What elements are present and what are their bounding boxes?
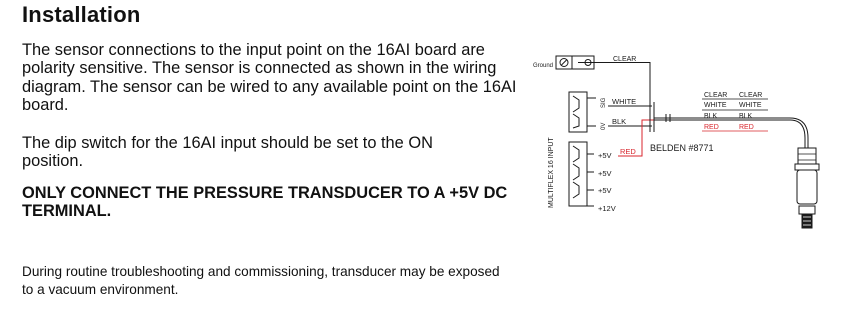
upper-connector bbox=[568, 91, 588, 133]
page-title: Installation bbox=[22, 2, 141, 27]
sig-label: SIG bbox=[601, 97, 607, 108]
lower-connector bbox=[568, 141, 588, 207]
polarity-paragraph: The sensor connections to the input poin… bbox=[22, 41, 517, 115]
right-col1-clear: CLEAR bbox=[704, 92, 727, 99]
terminal-4-label: +12V bbox=[598, 204, 616, 213]
ground-label: Ground bbox=[533, 63, 553, 69]
right-col2-clear: CLEAR bbox=[739, 92, 762, 99]
terminal-3-label: +5V bbox=[598, 186, 612, 195]
clear-wire-label: CLEAR bbox=[613, 56, 636, 63]
right-col2-red: RED bbox=[739, 124, 754, 131]
warning-paragraph: ONLY CONNECT THE PRESSURE TRANSDUCER TO … bbox=[22, 184, 508, 221]
red-wire-label-left: RED bbox=[620, 147, 636, 156]
ground-screw-icon bbox=[559, 58, 569, 67]
vacuum-note: During routine troubleshooting and commi… bbox=[22, 264, 500, 297]
wiring-diagram: Ground CLEAR MULTIFLEX 16 INPUT SIG 0V W… bbox=[533, 55, 820, 229]
blk-wire-label: BLK bbox=[612, 117, 626, 126]
white-wire-label: WHITE bbox=[612, 97, 636, 106]
terminal-2-label: +5V bbox=[598, 169, 612, 178]
right-col1-blk: BLK bbox=[704, 113, 718, 120]
right-col2-white: WHITE bbox=[739, 102, 762, 109]
red-wire bbox=[618, 119, 654, 157]
dip-switch-paragraph: The dip switch for the 16AI input should… bbox=[22, 134, 433, 171]
right-col1-white: WHITE bbox=[704, 102, 727, 109]
terminal-1-label: +5V bbox=[598, 151, 612, 160]
zero-v-label: 0V bbox=[601, 123, 607, 130]
right-col1-red: RED bbox=[704, 124, 719, 131]
board-label: MULTIFLEX 16 INPUT bbox=[548, 137, 555, 208]
pressure-transducer-icon bbox=[794, 147, 820, 229]
right-col2-blk: BLK bbox=[739, 113, 753, 120]
cable-label: BELDEN #8771 bbox=[650, 143, 714, 153]
